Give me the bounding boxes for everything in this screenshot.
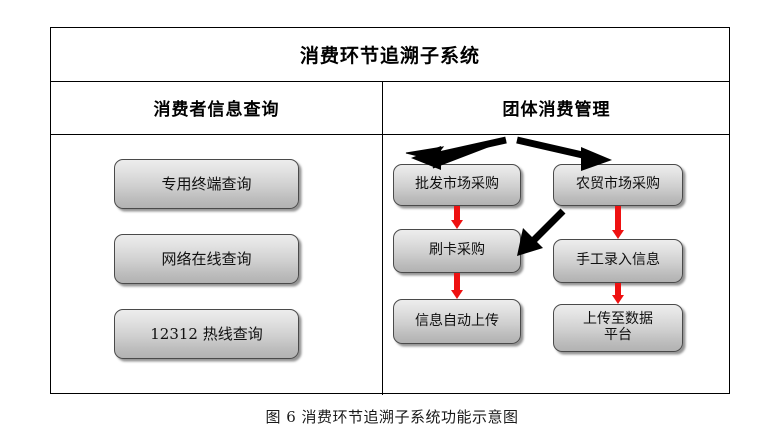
node-upload-to-data-platform[interactable]: 上传至数据 平台: [553, 304, 683, 352]
page-title: 消费环节追溯子系统: [51, 28, 729, 81]
arrow-shaft: [615, 283, 621, 295]
arrow-down-icon: [451, 290, 463, 299]
flow-arrow-card-to-autoupload: [451, 273, 463, 299]
column-header-right: 团体消费管理: [382, 81, 731, 134]
node-hotline-12312-query[interactable]: 12312 热线查询: [114, 309, 299, 359]
node-auto-info-upload[interactable]: 信息自动上传: [393, 299, 521, 344]
flow-arrow-farmers-to-manual: [612, 206, 624, 239]
column-header-left-label: 消费者信息查询: [153, 100, 280, 120]
arrow-down-icon: [612, 295, 624, 304]
row-divider-1: [51, 81, 729, 82]
node-label: 信息自动上传: [415, 312, 499, 329]
node-farmers-market-purchase[interactable]: 农贸市场采购: [553, 164, 683, 206]
node-label: 12312 热线查询: [150, 324, 263, 343]
column-divider: [382, 81, 383, 395]
flow-arrow-manual-to-platform: [612, 283, 624, 304]
diagram-table: 消费环节追溯子系统 消费者信息查询 团体消费管理 专用终端查询 网络在线查询 1…: [50, 27, 731, 395]
node-label-line2: 平台: [604, 327, 632, 343]
node-online-network-query[interactable]: 网络在线查询: [114, 234, 299, 284]
row-divider-2: [51, 134, 729, 135]
node-label: 刷卡采购: [429, 242, 485, 259]
figure-caption-text: 图 6 消费环节追溯子系统功能示意图: [265, 408, 519, 426]
node-label: 网络在线查询: [161, 249, 252, 268]
node-label-multiline: 上传至数据 平台: [583, 312, 653, 343]
column-header-left: 消费者信息查询: [51, 81, 382, 134]
node-label: 批发市场采购: [415, 176, 499, 193]
figure-caption: 图 6 消费环节追溯子系统功能示意图: [0, 406, 784, 427]
flow-arrow-wholesale-to-card: [451, 206, 463, 229]
node-label: 手工录入信息: [576, 252, 660, 269]
node-label-line1: 上传至数据: [583, 311, 653, 328]
arrow-shaft: [615, 206, 621, 230]
node-dedicated-terminal-query[interactable]: 专用终端查询: [114, 159, 299, 209]
arrow-down-icon: [612, 230, 624, 239]
node-label: 农贸市场采购: [576, 176, 660, 193]
node-wholesale-market-purchase[interactable]: 批发市场采购: [393, 164, 521, 206]
arrow-shaft: [454, 206, 460, 220]
node-card-swipe-purchase[interactable]: 刷卡采购: [393, 229, 521, 273]
column-header-right-label: 团体消费管理: [502, 100, 611, 120]
arrow-shaft: [454, 273, 460, 290]
node-label: 专用终端查询: [161, 174, 252, 193]
title-text: 消费环节追溯子系统: [299, 45, 480, 67]
node-manual-info-entry[interactable]: 手工录入信息: [553, 239, 683, 283]
arrow-down-icon: [451, 220, 463, 229]
